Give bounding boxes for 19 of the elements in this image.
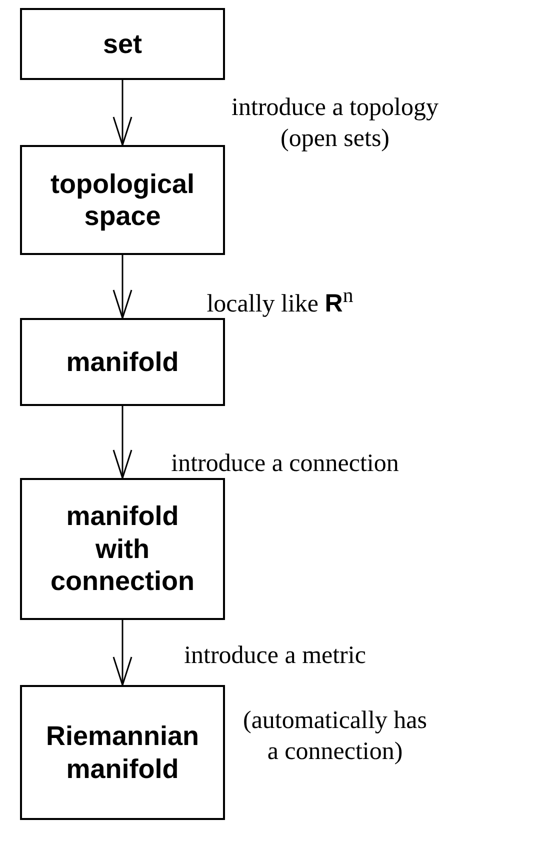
arrow [112, 620, 132, 686]
box-label: Riemannian manifold [44, 720, 200, 785]
arrow [112, 255, 132, 319]
edge-label: introduce a topology (open sets) [230, 93, 440, 154]
edge-label: introduce a connection [170, 449, 400, 479]
box-label: topological space [50, 168, 196, 232]
process-box [20, 145, 225, 255]
process-box [20, 685, 225, 820]
process-box [20, 8, 225, 80]
arrow [112, 80, 132, 146]
edge-label: introduce a metric [183, 641, 367, 671]
box-label: manifold [65, 346, 180, 378]
process-box [20, 478, 225, 620]
box-label: manifold with connection [49, 500, 196, 598]
side-note: (automatically has a connection) [242, 706, 428, 768]
edge-label: locally like R$^{n}$ [206, 282, 354, 320]
box-label: set [102, 28, 144, 60]
process-box [20, 318, 225, 406]
arrow [112, 406, 132, 479]
